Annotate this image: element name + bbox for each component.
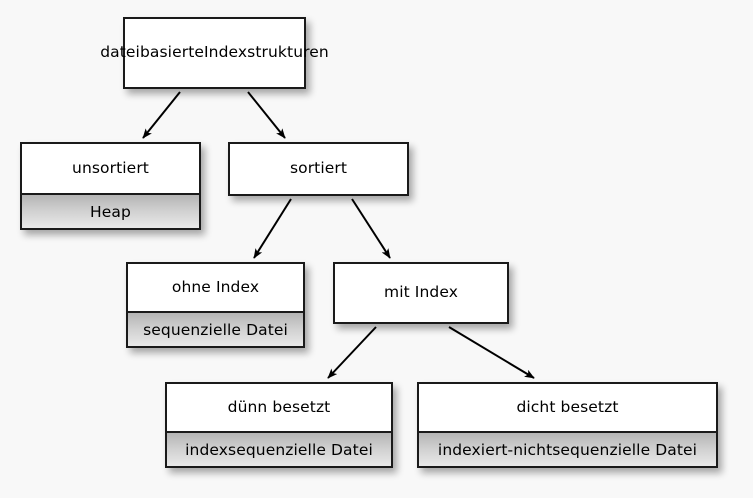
node-unsortiert-title: unsortiert (22, 144, 199, 195)
node-dicht-besetzt-title: dicht besetzt (419, 384, 716, 433)
node-ohne-index-subtitle: sequenzielle Datei (128, 313, 303, 346)
node-duenn-besetzt-subtitle: indexsequenzielle Datei (167, 433, 391, 466)
edge-root-to-unsortiert (142, 91, 181, 139)
node-root-title-line2: Indexstrukturen (204, 43, 329, 62)
node-sortiert-title-label: sortiert (289, 159, 348, 178)
edge-sortiert-to-mit-index (351, 198, 391, 259)
node-unsortiert-subtitle-label: Heap (90, 202, 131, 221)
node-duenn-besetzt-subtitle-label: indexsequenzielle Datei (185, 440, 373, 459)
node-duenn-besetzt[interactable]: dünn besetzt indexsequenzielle Datei (165, 382, 393, 468)
node-mit-index-title: mit Index (335, 264, 507, 322)
node-unsortiert-title-label: unsortiert (72, 158, 149, 177)
node-unsortiert[interactable]: unsortiert Heap (20, 142, 201, 230)
node-unsortiert-subtitle: Heap (22, 195, 199, 228)
node-mit-index[interactable]: mit Index (333, 262, 509, 324)
node-dicht-besetzt[interactable]: dicht besetzt indexiert-nichtsequenziell… (417, 382, 718, 468)
node-ohne-index[interactable]: ohne Index sequenzielle Datei (126, 262, 305, 348)
edge-root-to-sortiert (247, 91, 286, 139)
node-mit-index-title-label: mit Index (384, 283, 458, 302)
node-root-title: dateibasierte Indexstrukturen (100, 19, 329, 87)
edge-mit-index-to-duenn (327, 326, 377, 379)
node-ohne-index-subtitle-label: sequenzielle Datei (143, 320, 288, 339)
edge-sortiert-to-ohne-index (253, 198, 292, 259)
node-root[interactable]: dateibasierte Indexstrukturen (100, 17, 329, 89)
node-dicht-besetzt-subtitle: indexiert-nichtsequenzielle Datei (419, 433, 716, 466)
node-sortiert-title: sortiert (230, 144, 407, 194)
edge-mit-index-to-dicht (448, 326, 535, 379)
node-root-title-line1: dateibasierte (100, 43, 205, 62)
node-duenn-besetzt-title: dünn besetzt (167, 384, 391, 433)
node-dicht-besetzt-title-label: dicht besetzt (516, 397, 619, 416)
node-sortiert[interactable]: sortiert (228, 142, 409, 196)
node-duenn-besetzt-title-label: dünn besetzt (227, 397, 331, 416)
node-ohne-index-title: ohne Index (128, 264, 303, 313)
node-ohne-index-title-label: ohne Index (171, 277, 260, 296)
node-dicht-besetzt-subtitle-label: indexiert-nichtsequenzielle Datei (437, 440, 698, 459)
